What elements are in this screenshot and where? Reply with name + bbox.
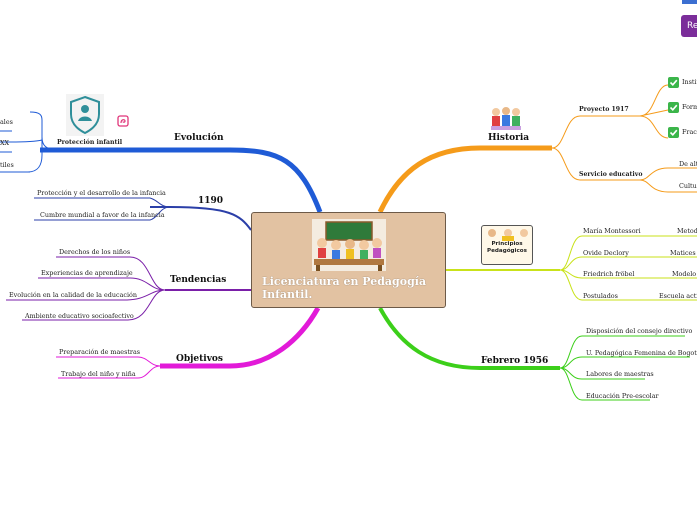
topic-evolucion[interactable]: Evolución bbox=[174, 133, 224, 143]
branch-evolucion-sub bbox=[0, 111, 61, 173]
topic-objetivos[interactable]: Objetivos bbox=[176, 354, 223, 364]
principio-detail-4[interactable]: Escuela activa bbox=[659, 292, 697, 300]
children-group-icon bbox=[491, 107, 521, 130]
classroom-illustration bbox=[312, 219, 386, 271]
principio-name-3[interactable]: Friedrich fröbel bbox=[583, 270, 635, 278]
central-topic[interactable]: Licenciatura en Pedagogía Infantil. bbox=[251, 212, 446, 308]
subtopic-proyecto-1917[interactable]: Proyecto 1917 bbox=[579, 106, 629, 113]
principio-detail-2[interactable]: Matices d bbox=[670, 249, 697, 257]
check-icon bbox=[668, 77, 679, 88]
proyecto-item-3[interactable]: Fract bbox=[682, 128, 697, 136]
check-icon bbox=[668, 102, 679, 113]
principios-image-label: Principios Pedagógicos bbox=[487, 241, 527, 254]
febrero-item-2[interactable]: U. Pedagógica Femenina de Bogotá bbox=[586, 349, 697, 357]
objetivos-item-1[interactable]: Preparación de maestras bbox=[59, 348, 141, 356]
top-accent-bar bbox=[682, 0, 697, 4]
evolucion-item-2[interactable]: XX bbox=[0, 139, 10, 147]
branch-historia bbox=[377, 145, 552, 214]
tendencias-item-1[interactable]: Derechos de los niños bbox=[59, 248, 131, 256]
central-topic-title: Licenciatura en Pedagogía Infantil. bbox=[262, 275, 427, 301]
proyecto-item-2[interactable]: Form bbox=[682, 103, 697, 111]
1190-item-1[interactable]: Protección y el desarrollo de la infanci… bbox=[37, 189, 166, 197]
child-protection-icon bbox=[66, 94, 104, 136]
principio-name-1[interactable]: María Montessori bbox=[583, 227, 641, 235]
top-right-button[interactable]: Re bbox=[681, 15, 697, 37]
branch-febrero bbox=[378, 307, 560, 370]
subtopic-servicio-educativo[interactable]: Servicio educativo bbox=[579, 171, 643, 178]
servicio-item-1[interactable]: De alt bbox=[679, 160, 697, 168]
spiral-icon bbox=[117, 115, 129, 127]
tendencias-item-3[interactable]: Evolución en la calidad de la educación bbox=[9, 291, 137, 299]
children-reading-icon bbox=[488, 229, 528, 241]
servicio-item-2[interactable]: Cultur bbox=[679, 182, 697, 190]
evolucion-item-1[interactable]: ales bbox=[0, 118, 13, 126]
principio-detail-1[interactable]: Metod bbox=[677, 227, 697, 235]
topic-tendencias[interactable]: Tendencias bbox=[170, 275, 227, 285]
1190-item-2[interactable]: Cumbre mundial a favor de la infancia bbox=[40, 211, 165, 219]
principio-name-4[interactable]: Postulados bbox=[583, 292, 618, 300]
topic-1190[interactable]: 1190 bbox=[198, 196, 224, 206]
branch-evolucion bbox=[40, 147, 323, 213]
febrero-item-1[interactable]: Disposición del consejo directivo bbox=[586, 327, 693, 335]
subtopic-proteccion-infantil[interactable]: Protección infantil bbox=[57, 139, 123, 146]
objetivos-item-2[interactable]: Trabajo del niño y niña bbox=[61, 370, 136, 378]
tendencias-item-2[interactable]: Experiencias de aprendizaje bbox=[41, 269, 133, 277]
check-icon bbox=[668, 127, 679, 138]
principio-name-2[interactable]: Ovide Declory bbox=[583, 249, 629, 257]
branch-1190 bbox=[150, 206, 252, 231]
principios-pedagogicos-image[interactable]: Principios Pedagógicos bbox=[481, 225, 533, 265]
principio-detail-3[interactable]: Modelo bbox=[672, 270, 697, 278]
branch-objetivos bbox=[160, 306, 321, 369]
topic-febrero-1956[interactable]: Febrero 1956 bbox=[481, 356, 549, 366]
febrero-item-3[interactable]: Labores de maestras bbox=[586, 370, 654, 378]
evolucion-item-3[interactable]: tiles bbox=[0, 161, 14, 169]
proyecto-item-1[interactable]: Instit bbox=[682, 78, 697, 86]
tendencias-item-4[interactable]: Ambiente educativo socioafectivo bbox=[25, 312, 134, 320]
febrero-item-4[interactable]: Educación Pre-escolar bbox=[586, 392, 659, 400]
topic-historia[interactable]: Historia bbox=[488, 133, 530, 143]
